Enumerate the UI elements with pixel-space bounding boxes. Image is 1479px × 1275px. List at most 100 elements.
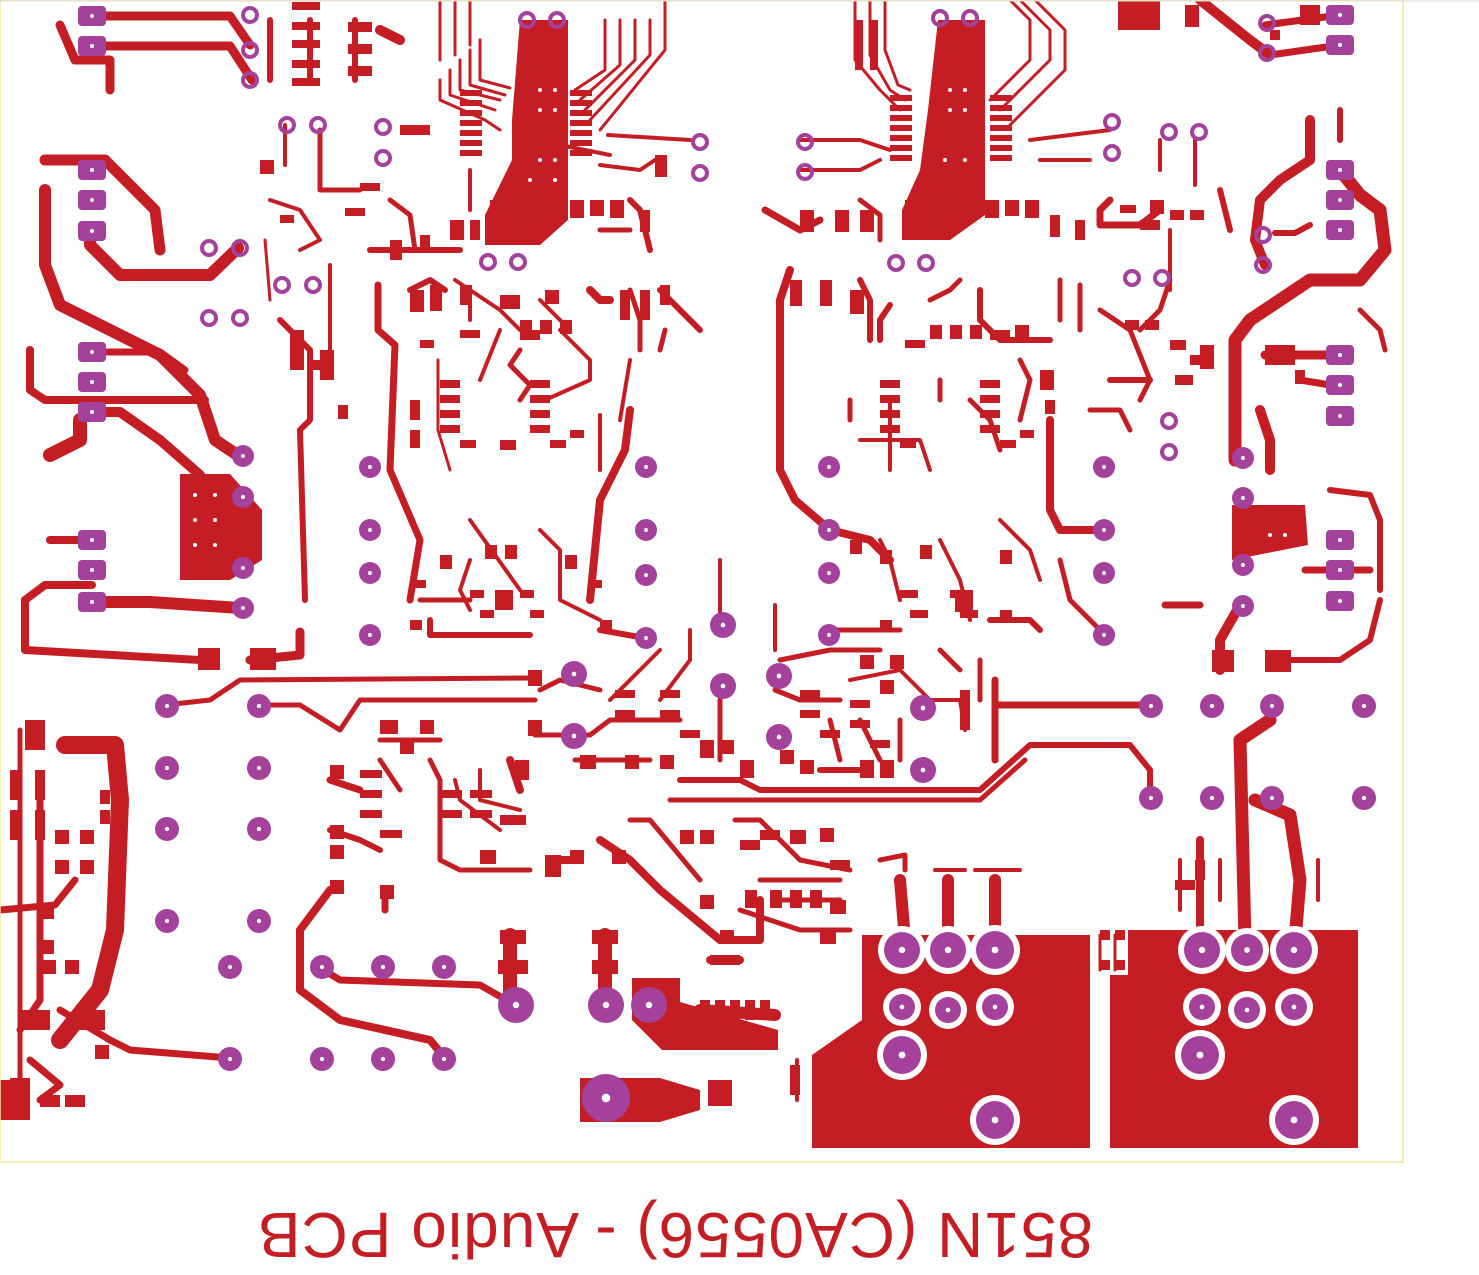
via-ring xyxy=(1160,123,1178,141)
connector-drill xyxy=(1338,383,1342,387)
smd-pad xyxy=(990,105,1012,111)
copper-trace xyxy=(586,406,634,604)
via-ring xyxy=(931,9,949,27)
smd-pad xyxy=(460,330,480,338)
smd-pad xyxy=(440,555,452,569)
thermal-via xyxy=(963,88,967,92)
via-drill xyxy=(644,528,648,532)
via-drill xyxy=(368,633,372,637)
copper-trace xyxy=(827,717,843,763)
connector-drill xyxy=(1338,568,1342,572)
smd-pad xyxy=(530,425,550,433)
copper-trace xyxy=(257,697,538,733)
smd-pad xyxy=(590,200,604,216)
copper-trace xyxy=(1017,357,1033,423)
smd-pad xyxy=(198,648,220,670)
smd-pad xyxy=(440,790,462,798)
connector-drill xyxy=(90,410,94,414)
smd-pad xyxy=(498,960,528,974)
copper-trace xyxy=(478,328,502,382)
copper-trace xyxy=(55,20,115,95)
smd-pad xyxy=(1000,440,1016,448)
thermal-via xyxy=(1268,533,1272,537)
copper-trace xyxy=(543,328,592,402)
via-ring xyxy=(304,276,322,294)
smd-pad xyxy=(660,285,670,305)
smd-pad xyxy=(1100,930,1110,940)
thermal-via xyxy=(193,543,197,547)
smd-pad xyxy=(700,740,714,758)
smd-pad xyxy=(390,240,402,260)
smd-pad xyxy=(720,740,734,754)
copper-trace xyxy=(998,0,1052,112)
smd-pad xyxy=(990,125,1012,131)
via-drill xyxy=(441,1056,447,1062)
copper-trace xyxy=(39,184,248,464)
copper-trace xyxy=(268,198,322,252)
via-drill xyxy=(380,1056,386,1062)
smd-pad xyxy=(260,160,274,174)
smd-pad xyxy=(625,755,639,769)
smd-pad xyxy=(680,830,694,844)
copper-trace xyxy=(86,596,246,614)
smd-pad xyxy=(470,590,484,598)
smd-pad xyxy=(42,960,56,974)
thermal-via xyxy=(538,158,542,162)
via-drill xyxy=(1241,456,1245,460)
via-drill xyxy=(319,964,325,970)
smd-pad xyxy=(1190,210,1204,220)
smd-pad xyxy=(800,690,820,698)
via-drill xyxy=(1241,496,1245,500)
copper-trace xyxy=(857,277,873,343)
copper-trace xyxy=(88,348,189,374)
smd-pad xyxy=(320,350,334,380)
via-drill xyxy=(227,1056,233,1062)
smd-pad xyxy=(945,200,961,220)
smd-pad xyxy=(830,900,846,914)
copper-pour xyxy=(1110,930,1358,1148)
copper-trace xyxy=(1272,222,1313,236)
copper-trace xyxy=(1087,407,1133,433)
smd-pad xyxy=(1200,345,1214,369)
via-drill xyxy=(602,1001,610,1009)
via-drill xyxy=(945,1007,951,1013)
smd-pad xyxy=(850,540,862,554)
copper-trace xyxy=(588,18,652,122)
smd-pad xyxy=(360,183,380,191)
smd-pad xyxy=(485,545,497,559)
smd-pad xyxy=(530,610,544,618)
smd-pad xyxy=(990,330,1010,340)
smd-pad xyxy=(890,655,904,669)
thermal-via xyxy=(958,638,962,642)
smd-pad xyxy=(495,590,513,610)
smd-pad xyxy=(905,200,919,218)
via-drill xyxy=(1241,563,1245,567)
copper-trace xyxy=(263,238,272,302)
smd-pad xyxy=(990,135,1012,141)
copper-trace xyxy=(927,277,963,303)
via-drill xyxy=(991,946,999,954)
copper-trace xyxy=(478,38,512,90)
via-drill xyxy=(241,606,245,610)
smd-pad xyxy=(460,285,472,305)
smd-pad xyxy=(292,60,320,68)
via-drill xyxy=(256,826,262,832)
smd-pad xyxy=(700,1000,710,1020)
smd-pad xyxy=(960,690,970,730)
smd-pad xyxy=(440,425,460,433)
smd-pad xyxy=(10,810,20,840)
smd-pad xyxy=(570,120,592,126)
via-ring xyxy=(691,133,709,151)
smd-pad xyxy=(1300,5,1320,25)
smd-pad xyxy=(540,50,560,70)
smd-pad xyxy=(1100,960,1110,970)
via-ring xyxy=(231,239,249,257)
thermal-via xyxy=(968,638,972,642)
smd-pad xyxy=(660,710,680,718)
smd-pad xyxy=(80,860,94,874)
copper-trace xyxy=(1028,128,1112,142)
via-drill xyxy=(1244,947,1250,953)
smd-pad xyxy=(900,440,916,448)
thermal-via xyxy=(553,88,557,92)
